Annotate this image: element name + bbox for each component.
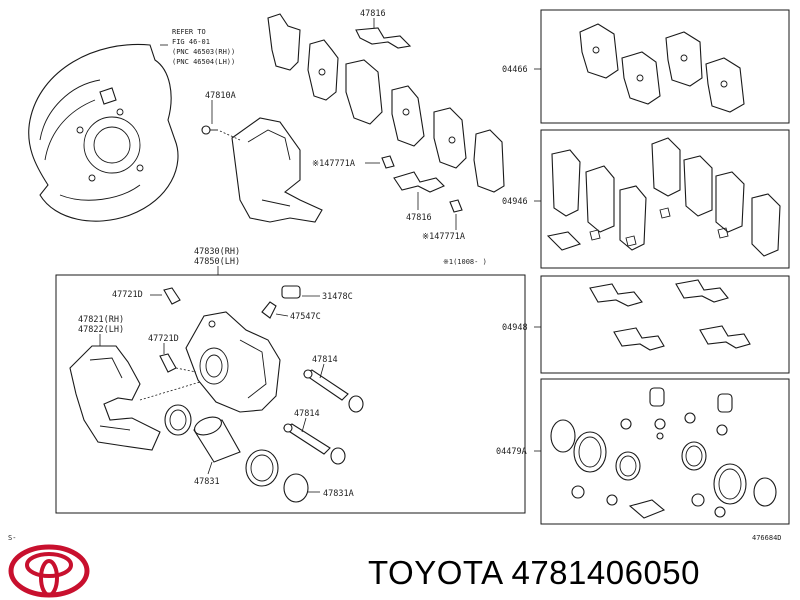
brand-part-number: TOYOTA 4781406050 <box>368 554 700 591</box>
label-47831A: 47831A <box>323 489 354 499</box>
refer-line-2: FIG 46-01 <box>172 38 210 46</box>
bleeder-plug <box>261 301 277 319</box>
label-caliper-rh: 47830(RH) <box>194 247 240 257</box>
kit-box-04946 <box>540 129 790 269</box>
pad-set-04946 <box>546 137 781 257</box>
caliper-bracket-upper <box>231 117 323 223</box>
caliper-body <box>185 311 281 413</box>
corner-right-code: 476684D <box>752 534 782 542</box>
kit-box-04948 <box>540 275 790 374</box>
guide-pin-b <box>282 423 346 465</box>
guide-pin-a <box>302 369 364 413</box>
piston-seal <box>283 473 309 503</box>
label-47810A: 47810A <box>205 91 236 101</box>
label-04946: 04946 <box>502 197 528 207</box>
label-04479A: 04479A <box>496 447 527 457</box>
caliper-mounting-bracket <box>69 345 161 451</box>
corner-left-code: S- <box>8 534 16 542</box>
piston-seal-ring <box>164 404 192 436</box>
label-47721D-top: 47721D <box>112 290 143 300</box>
refer-line-3: (PNC 46503(RH)) <box>172 48 235 56</box>
caliper-box <box>55 274 526 514</box>
pad-cascade <box>267 13 505 193</box>
label-31478C: 31478C <box>322 292 353 302</box>
kit-box-04466 <box>540 9 790 124</box>
bleeder-cap <box>281 285 301 299</box>
refer-line-4: (PNC 46504(LH)) <box>172 58 235 66</box>
kit-box-04479A <box>540 378 790 525</box>
dust-shield <box>28 43 179 222</box>
label-47547C: 47547C <box>290 312 321 322</box>
label-147771A-top: ※147771A <box>312 159 355 169</box>
pad-clip-mid <box>393 171 445 193</box>
label-caliper-lh: 47850(LH) <box>194 257 240 267</box>
pad-clip-top <box>355 27 412 49</box>
refer-line-1: REFER TO <box>172 28 206 36</box>
label-47814-a: 47814 <box>312 355 338 365</box>
label-47822: 47822(LH) <box>78 325 124 335</box>
toyota-emblem <box>8 544 90 598</box>
label-47814-b: 47814 <box>294 409 320 419</box>
footnote: ※1(1008- ) <box>443 258 487 266</box>
label-147771A-bot: ※147771A <box>422 232 465 242</box>
label-04466: 04466 <box>502 65 528 75</box>
label-47816-mid: 47816 <box>406 213 432 223</box>
pad-set-04466 <box>579 23 745 113</box>
label-47831: 47831 <box>194 477 220 487</box>
label-04948: 04948 <box>502 323 528 333</box>
label-47821: 47821(RH) <box>78 315 124 325</box>
seal-set-04479A <box>550 387 777 519</box>
label-47721D-mid: 47721D <box>148 334 179 344</box>
caliper-piston <box>193 416 241 463</box>
clip-set-04948 <box>589 279 751 351</box>
label-47816-top: 47816 <box>360 9 386 19</box>
